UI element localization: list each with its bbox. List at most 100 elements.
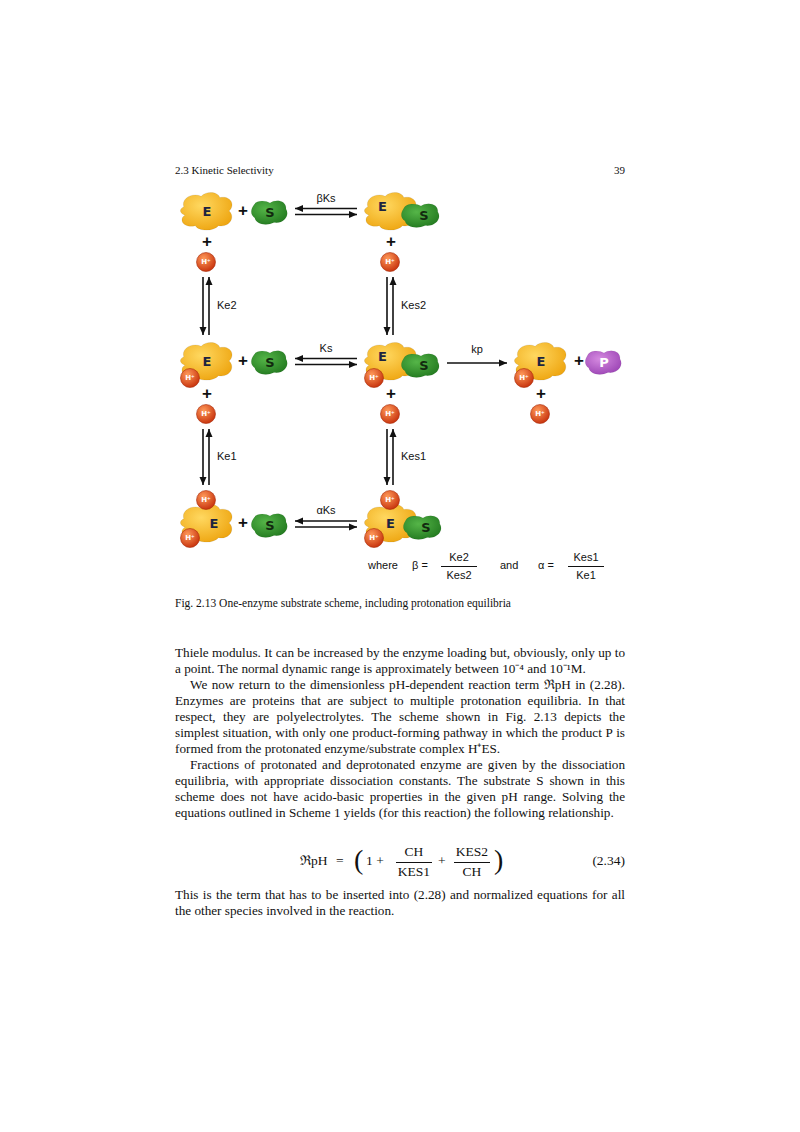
- arrow-shaft: [392, 277, 394, 335]
- fraction-bar: [454, 862, 490, 863]
- fraction-bar: [396, 862, 432, 863]
- arrow-head: [384, 327, 391, 335]
- arrow-shaft: [208, 277, 210, 335]
- proton-outline: [381, 491, 400, 510]
- arrow-shaft: [202, 429, 204, 485]
- node-text: S: [421, 521, 430, 534]
- node-text: S: [265, 356, 274, 369]
- proton-outline: [365, 369, 384, 388]
- equation-term: 1 +: [366, 853, 384, 869]
- alpha-symbol: α =: [538, 559, 554, 572]
- arrow-shaft: [202, 277, 204, 335]
- node-text: E: [203, 205, 212, 218]
- substrate-blob-outline: [401, 204, 439, 228]
- arrow-head: [295, 355, 303, 362]
- substrate-blob-outline: [251, 351, 287, 375]
- equation-sign: =: [336, 853, 344, 869]
- proton-circle: H⁺: [180, 368, 200, 388]
- rate-constant-label: kp: [470, 343, 484, 355]
- plus-sign: +: [202, 384, 212, 404]
- equation-block: ℜpH=(1 +CHKES1+KES2CH)(2.34): [0, 843, 800, 883]
- node-text: H⁺: [535, 411, 545, 418]
- arrow-head: [206, 277, 213, 285]
- fraction-numerator: Kes1: [566, 551, 606, 564]
- plus-sign: +: [238, 351, 248, 371]
- fraction-denominator: CH: [452, 864, 492, 880]
- arrow-head: [390, 429, 397, 437]
- node-text: E: [537, 355, 546, 368]
- arrow-shaft: [295, 214, 357, 216]
- proton-outline: [181, 369, 200, 388]
- figure-caption: Fig. 2.13 One-enzyme substrate scheme, i…: [175, 597, 511, 610]
- equation-number: (2.34): [565, 853, 625, 869]
- rate-constant-label: Kes2: [400, 299, 427, 311]
- node-text: S: [419, 359, 428, 372]
- proton-circle: H⁺: [196, 490, 216, 510]
- substrate-blob: S: [402, 512, 444, 542]
- equation-term: ℜpH: [300, 853, 328, 869]
- node-text: S: [265, 206, 274, 219]
- reaction-arrow: [295, 518, 357, 531]
- rate-constant-label: Kes1: [400, 450, 427, 462]
- arrow-head: [295, 518, 303, 525]
- protonation-arrow: [200, 277, 213, 335]
- arrow-shaft: [208, 429, 210, 485]
- and-text: and: [500, 559, 518, 572]
- substrate-blob: S: [400, 350, 442, 380]
- substrate-blob: S: [250, 197, 290, 227]
- running-head: 2.3 Kinetic Selectivity: [175, 164, 274, 177]
- node-text: H⁺: [201, 411, 211, 418]
- arrow-shaft: [295, 526, 357, 528]
- arrow-head: [295, 205, 303, 212]
- node-text: H⁺: [201, 259, 211, 266]
- node-text: H⁺: [201, 497, 211, 504]
- arrow-head: [206, 429, 213, 437]
- proton-circle: H⁺: [196, 404, 216, 424]
- fraction-denominator: KES1: [394, 864, 434, 880]
- proton-circle: H⁺: [380, 490, 400, 510]
- arrow-shaft: [295, 364, 357, 366]
- fraction-bar: [568, 566, 604, 567]
- node-text: E: [210, 517, 219, 530]
- plus-sign: +: [202, 232, 212, 252]
- substrate-blob-outline: [403, 516, 441, 540]
- product-blob: P: [584, 347, 624, 377]
- node-text: H⁺: [369, 375, 379, 382]
- substrate-blob: S: [400, 200, 442, 230]
- fraction-denominator: Ke1: [566, 569, 606, 582]
- enzyme-blob-outline: [180, 192, 232, 230]
- proton-circle: H⁺: [530, 404, 550, 424]
- fraction-numerator: KES2: [452, 844, 492, 860]
- enzyme-blob-outline: [180, 504, 232, 542]
- plus-sign: +: [536, 384, 546, 404]
- node-text: E: [378, 350, 387, 363]
- arrow-shaft: [295, 358, 357, 360]
- fraction-bar: [441, 566, 477, 567]
- arrow-head: [349, 211, 357, 218]
- proton-circle: H⁺: [196, 252, 216, 272]
- arrow-head: [390, 277, 397, 285]
- fraction-denominator: Kes2: [439, 569, 479, 582]
- protonation-arrow: [384, 429, 397, 485]
- plus-sign: +: [238, 513, 248, 533]
- rate-constant-label: αKs: [315, 504, 336, 516]
- equation-bracket: ): [494, 846, 503, 874]
- node-text: S: [419, 209, 428, 222]
- equation-bracket: (: [354, 846, 363, 874]
- proton-circle: H⁺: [380, 404, 400, 424]
- node-text: E: [378, 200, 387, 213]
- proton-circle: H⁺: [364, 368, 384, 388]
- node-text: H⁺: [369, 535, 379, 542]
- arrow-shaft: [392, 429, 394, 485]
- plus-sign: +: [574, 351, 584, 371]
- plus-sign: +: [386, 384, 396, 404]
- proton-outline: [531, 405, 550, 424]
- rate-constant-label: βKs: [315, 192, 336, 204]
- proton-outline: [197, 491, 216, 510]
- node-text: E: [203, 355, 212, 368]
- rate-constant-label: Ke1: [216, 450, 238, 462]
- node-text: H⁺: [385, 411, 395, 418]
